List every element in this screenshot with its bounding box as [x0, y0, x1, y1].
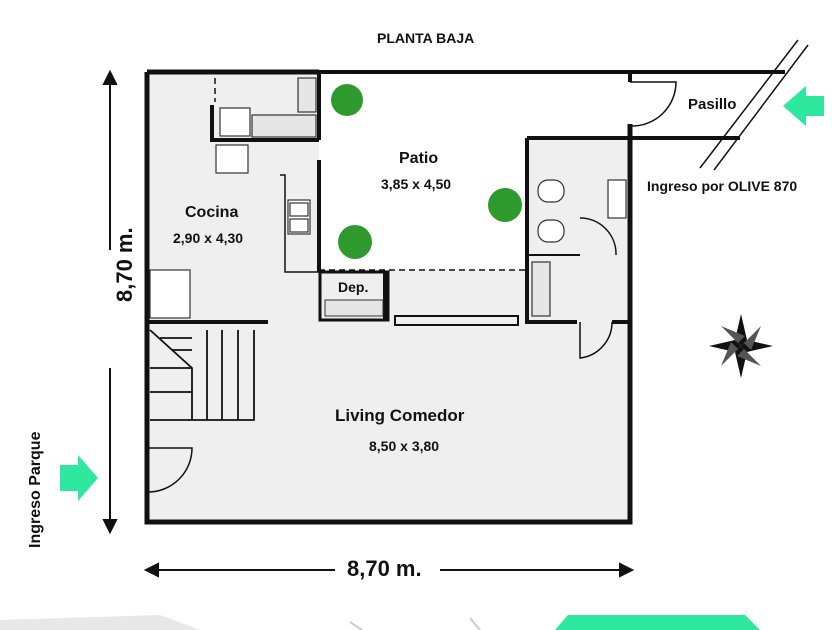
room-label-patio: Patio: [399, 150, 439, 167]
room-label-cocina: Cocina: [185, 204, 239, 221]
plan-title: PLANTA BAJA: [377, 30, 475, 46]
room-dims-cocina: 2,90 x 4,30: [173, 230, 244, 246]
entrance-label-olive: Ingreso por OLIVE 870: [647, 178, 798, 194]
room-label-deposito: Dep.: [338, 279, 369, 295]
kitchen-fixtures: [149, 77, 317, 319]
deposit-shelf: [324, 299, 384, 317]
dimension-width-label: 8,70 m.: [343, 556, 426, 582]
compass-rose-icon: [709, 314, 773, 378]
arrow-parque-icon: [60, 455, 98, 501]
walls: [144, 69, 785, 525]
room-label-living: Living Comedor: [335, 406, 465, 425]
room-dims-living: 8,50 x 3,80: [369, 438, 440, 454]
dimension-arrows: [102, 69, 635, 578]
room-dims-patio: 3,85 x 4,50: [381, 176, 452, 192]
entrance-arrows: [60, 86, 824, 501]
bathroom-fixtures: [531, 179, 627, 317]
entrance-label-parque: Ingreso Parque: [27, 431, 44, 548]
room-label-pasillo: Pasillo: [688, 96, 737, 113]
doors: [148, 81, 677, 493]
street-lines: [699, 39, 809, 171]
patio-dashes: [214, 78, 527, 271]
arrow-pasillo-icon: [783, 86, 824, 126]
dimension-height-label: 8,70 m.: [112, 223, 138, 306]
footer-decoration: [0, 615, 760, 630]
stairs: [149, 329, 255, 421]
plants: [331, 84, 522, 259]
